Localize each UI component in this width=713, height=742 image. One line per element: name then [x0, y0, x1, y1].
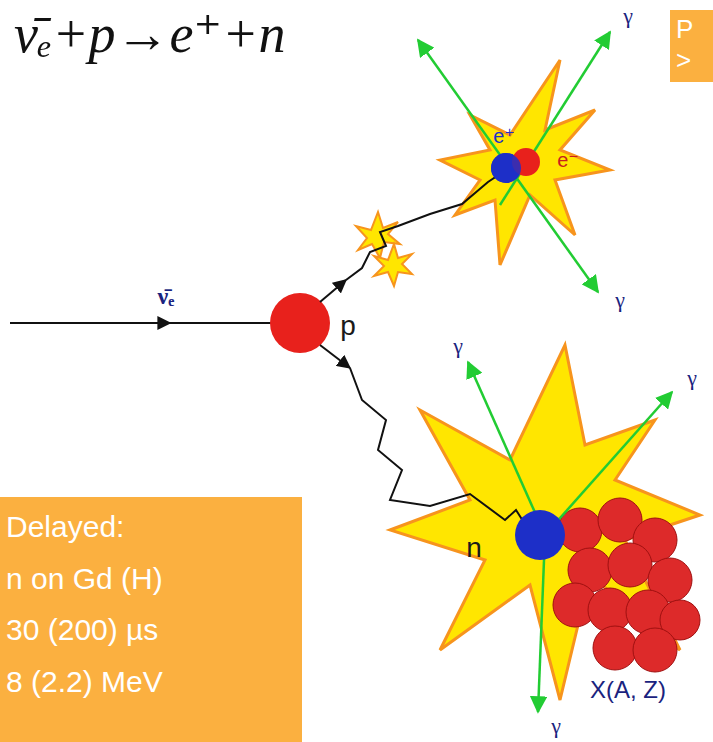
nucleus-cluster [553, 498, 700, 672]
gamma-label: γ [453, 334, 463, 358]
gamma-label: γ [615, 288, 625, 312]
neutron-track [350, 368, 530, 532]
box-text: Delayed: [6, 501, 296, 553]
gamma-line [545, 392, 672, 535]
box-text: 8 (2.2) MeV [6, 656, 296, 708]
reaction-formula: ν̄ₑ+p→e⁺+n [14, 2, 285, 65]
annihilation-flash [440, 60, 610, 265]
nucleus-label: X(A, Z) [590, 677, 666, 703]
box-text: 30 (200) µs [6, 604, 296, 656]
gamma-line [418, 40, 598, 292]
capture-flash [390, 345, 700, 700]
gamma-line [500, 32, 610, 205]
delayed-box: Delayed:n on Gd (H)30 (200) µs8 (2.2) Me… [0, 497, 302, 742]
ionisation-star [374, 244, 412, 286]
gamma-label: γ [687, 366, 697, 390]
gamma-label: γ [623, 4, 633, 28]
particle-label: ν̄ₑ [158, 283, 175, 309]
neutron-circle [515, 510, 565, 560]
positron-circle [491, 153, 521, 183]
particle-label: e⁺ [493, 125, 515, 147]
neutron-arrow [320, 345, 350, 368]
positron-track [346, 172, 503, 280]
neutrino-line [10, 322, 170, 324]
box-text: P > [676, 14, 707, 76]
positron-circle [491, 153, 521, 183]
prompt-box: P > [670, 10, 713, 82]
gamma-line [538, 535, 545, 712]
neutrino-line [165, 322, 272, 324]
box-text: n on Gd (H) [6, 553, 296, 605]
particle-label: n [466, 533, 482, 564]
particle-label: e⁻ [557, 149, 579, 171]
positron-arrow [320, 280, 346, 302]
particle-label: p [340, 311, 356, 342]
gamma-label: γ [551, 714, 561, 738]
gamma-line [468, 362, 545, 535]
